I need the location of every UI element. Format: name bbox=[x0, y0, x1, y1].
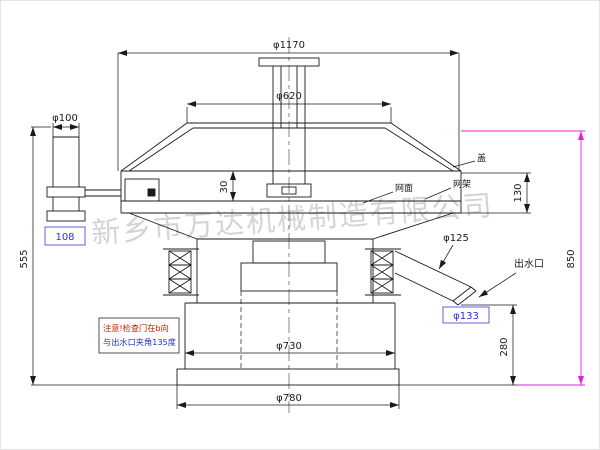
dim-phi780: φ780 bbox=[276, 393, 302, 404]
value-box-phi133 bbox=[442, 306, 490, 324]
label-mesh-frame: 网架 bbox=[453, 179, 471, 190]
label-mesh: 网面 bbox=[395, 183, 413, 194]
dim-phi100: φ100 bbox=[52, 113, 78, 124]
note-line-2: 与出水口夹角135度 bbox=[103, 337, 176, 347]
label-outlet: 出水口 bbox=[514, 257, 544, 270]
machine-outline bbox=[46, 57, 477, 386]
dim-850: 850 bbox=[566, 249, 577, 268]
inlet-pipe bbox=[46, 136, 121, 222]
value-box-108 bbox=[44, 226, 86, 246]
dim-phi1170: φ1170 bbox=[273, 40, 305, 51]
dim-130: 130 bbox=[513, 183, 524, 202]
dim-phi730: φ730 bbox=[276, 341, 302, 352]
label-cover: 盖 bbox=[477, 152, 486, 164]
dimension-lines bbox=[30, 50, 531, 409]
dim-280: 280 bbox=[499, 337, 510, 356]
inspection-door bbox=[124, 178, 160, 202]
dim-phi133: φ133 bbox=[453, 311, 479, 322]
motor-block bbox=[240, 262, 338, 292]
dim-555: 555 bbox=[19, 249, 30, 268]
spring-mount-right bbox=[365, 248, 401, 296]
dim-phi125: φ125 bbox=[443, 233, 469, 244]
note-box: 注意!检查门在b向 与出水口夹角135度 bbox=[98, 317, 180, 354]
dim-30: 30 bbox=[219, 181, 230, 194]
dimension-texts: φ1170 φ620 φ100 30 130 555 108 φ125 φ133… bbox=[19, 40, 577, 404]
door-marker-b bbox=[147, 188, 156, 197]
dimension-total-height bbox=[461, 130, 585, 386]
base-flange bbox=[176, 368, 400, 386]
spring-mount-left bbox=[163, 248, 199, 296]
water-outlet-spout bbox=[394, 250, 477, 306]
note-line-1: 注意!检查门在b向 bbox=[103, 323, 169, 333]
dim-108: 108 bbox=[55, 232, 74, 243]
dim-phi620: φ620 bbox=[276, 91, 302, 102]
